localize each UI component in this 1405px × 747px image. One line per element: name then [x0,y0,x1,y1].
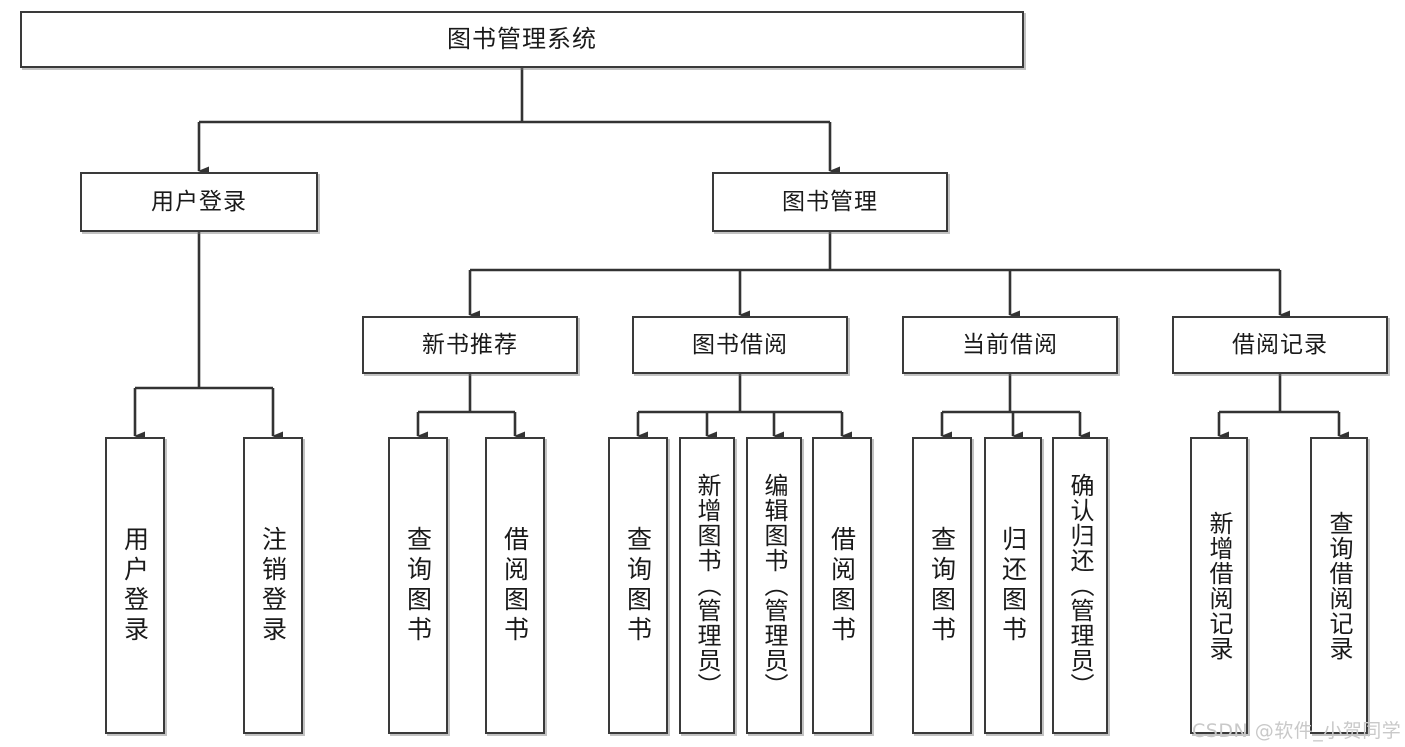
node-new-book-rec[interactable]: 新书推荐 [362,316,578,374]
node-current-borrow-label: 当前借阅 [962,331,1058,358]
node-leaf-user-login-label: 用户登录 [120,525,150,646]
node-leaf-add-record-label: 新增借阅记录 [1205,510,1233,661]
node-leaf-query-book-2-label: 查询图书 [623,525,653,646]
node-book-borrow[interactable]: 图书借阅 [632,316,848,374]
node-leaf-add-record[interactable]: 新增借阅记录 [1190,437,1248,734]
node-borrow-record-label: 借阅记录 [1232,331,1328,358]
node-leaf-edit-book[interactable]: 编辑图书（管理员） [746,437,802,734]
node-user-login[interactable]: 用户登录 [80,172,318,232]
node-user-login-label: 用户登录 [151,188,247,215]
node-leaf-return-book[interactable]: 归还图书 [984,437,1042,734]
node-leaf-query-book-1[interactable]: 查询图书 [388,437,448,734]
node-book-manage-label: 图书管理 [782,188,878,215]
node-leaf-confirm-return-label: 确认归还（管理员） [1066,473,1094,698]
node-leaf-query-record[interactable]: 查询借阅记录 [1310,437,1368,734]
csdn-watermark: CSDN @软件_小贺同学 [1192,720,1402,742]
node-leaf-query-book-3-label: 查询图书 [927,525,957,646]
node-leaf-edit-book-label: 编辑图书（管理员） [760,473,788,698]
node-borrow-record[interactable]: 借阅记录 [1172,316,1388,374]
node-leaf-return-book-label: 归还图书 [998,525,1028,646]
node-leaf-query-book-3[interactable]: 查询图书 [912,437,972,734]
node-current-borrow[interactable]: 当前借阅 [902,316,1118,374]
node-leaf-logout[interactable]: 注销登录 [243,437,303,734]
node-book-borrow-label: 图书借阅 [692,331,788,358]
node-leaf-borrow-book-1-label: 借阅图书 [500,525,530,646]
node-leaf-add-book[interactable]: 新增图书（管理员） [679,437,735,734]
node-book-manage[interactable]: 图书管理 [712,172,948,232]
node-leaf-borrow-book-2[interactable]: 借阅图书 [812,437,872,734]
node-leaf-query-record-label: 查询借阅记录 [1325,510,1353,661]
node-leaf-add-book-label: 新增图书（管理员） [693,473,721,698]
node-leaf-logout-label: 注销登录 [258,525,288,646]
node-leaf-borrow-book-1[interactable]: 借阅图书 [485,437,545,734]
node-root-label: 图书管理系统 [447,24,597,53]
node-leaf-user-login[interactable]: 用户登录 [105,437,165,734]
node-root[interactable]: 图书管理系统 [20,11,1024,68]
node-leaf-confirm-return[interactable]: 确认归还（管理员） [1052,437,1108,734]
node-leaf-query-book-1-label: 查询图书 [403,525,433,646]
node-new-book-rec-label: 新书推荐 [422,331,518,358]
node-leaf-borrow-book-2-label: 借阅图书 [827,525,857,646]
node-leaf-query-book-2[interactable]: 查询图书 [608,437,668,734]
